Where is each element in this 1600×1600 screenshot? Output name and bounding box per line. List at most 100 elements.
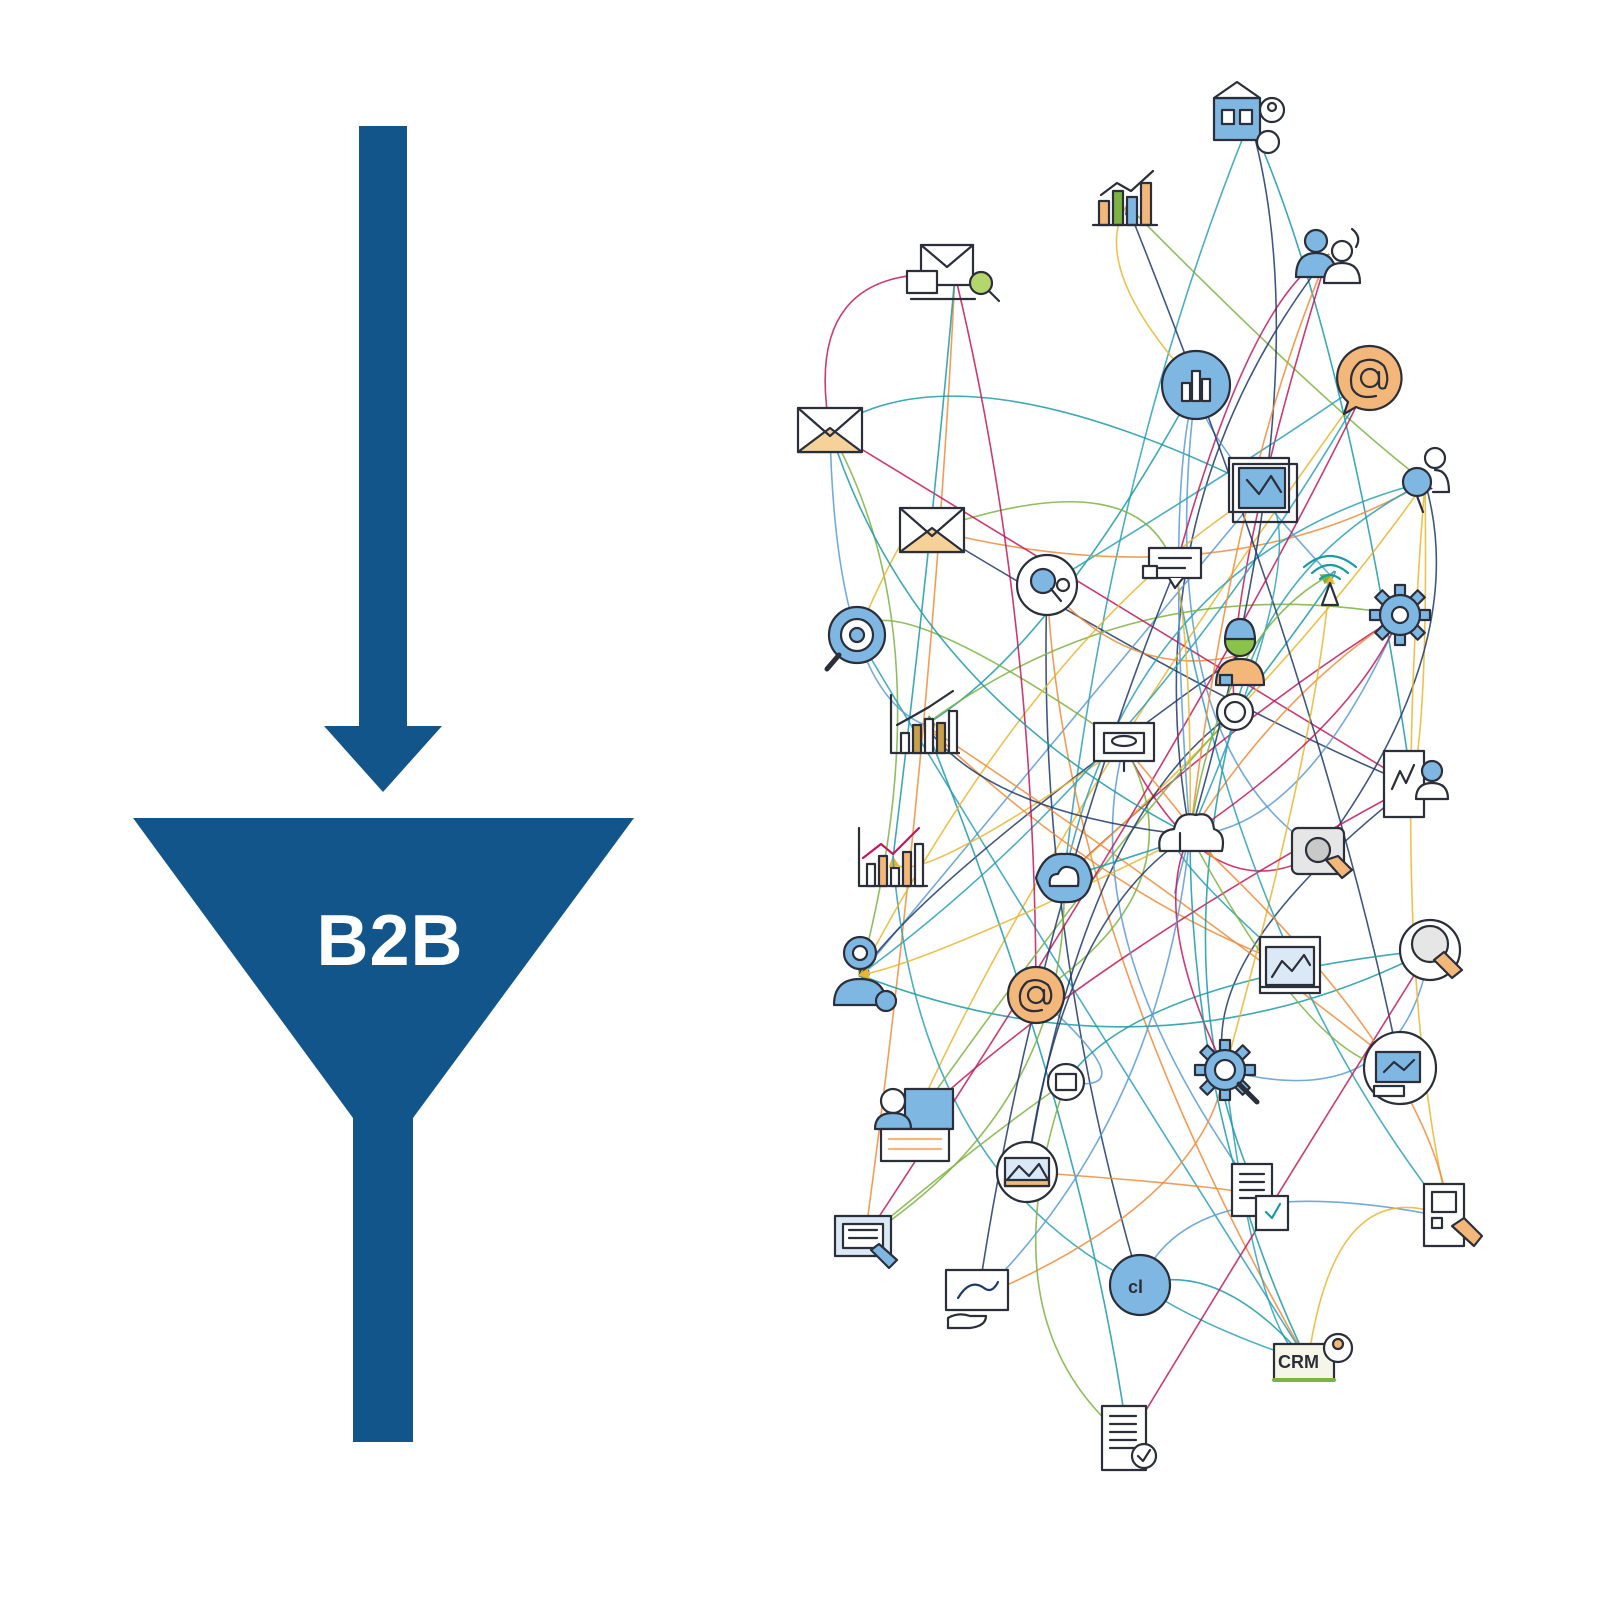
connection-line xyxy=(1045,584,1143,1288)
connection-line xyxy=(1139,1200,1453,1286)
monitor-presentation-icon xyxy=(1092,721,1156,773)
cloud-badge-icon xyxy=(1034,852,1094,904)
device-touch-icon xyxy=(1422,1182,1484,1248)
envelope-small-icon xyxy=(898,506,966,554)
connection-line xyxy=(857,834,1191,980)
cloud-hub-icon xyxy=(1158,813,1225,853)
documents-icon xyxy=(1230,1162,1290,1232)
connection-line xyxy=(929,500,1176,571)
growth-chart-icon xyxy=(889,689,961,755)
connection-line xyxy=(1034,1079,1129,1441)
connection-line xyxy=(1204,709,1261,1199)
connection-line xyxy=(912,710,1237,1124)
settings-gear-icon xyxy=(1368,583,1432,647)
connection-line xyxy=(1175,254,1329,838)
arrow-head xyxy=(324,726,442,792)
wifi-signal-icon xyxy=(1302,554,1358,607)
connection-line xyxy=(1065,945,1433,1083)
connection-line xyxy=(1022,834,1191,1175)
connection-line xyxy=(1185,384,1322,854)
connection-line xyxy=(923,723,1291,966)
support-agent-icon xyxy=(1214,617,1266,687)
crm-label: CRM xyxy=(1278,1352,1319,1372)
connection-line xyxy=(1307,1206,1453,1363)
analytics-label: cl xyxy=(1128,1277,1143,1297)
connection-line xyxy=(1189,834,1310,1365)
connection-line xyxy=(1175,834,1227,1073)
connection-line xyxy=(976,834,1191,1300)
connection-line xyxy=(858,654,1241,977)
connection-line xyxy=(977,1067,1230,1299)
analytics-circle-icon xyxy=(1160,349,1232,421)
connection-line xyxy=(857,949,1431,1028)
connection-line xyxy=(827,427,1191,836)
dashboard-screen-icon xyxy=(1258,935,1322,995)
connection-lines xyxy=(824,117,1455,1443)
connection-line xyxy=(1319,479,1438,853)
connection-line xyxy=(1046,584,1310,1364)
user-pin-icon xyxy=(1401,446,1451,514)
connection-line xyxy=(829,429,899,978)
funnel-label: B2B xyxy=(316,901,464,981)
connection-line xyxy=(1189,612,1402,836)
connection-line xyxy=(1171,567,1451,1219)
connection-line xyxy=(888,744,1125,868)
connection-line xyxy=(1189,613,1402,836)
connection-line xyxy=(923,603,1401,727)
connection-line xyxy=(1111,742,1261,1199)
bar-chart-icon xyxy=(1091,169,1159,227)
connection-line xyxy=(1189,612,1402,836)
building-user-icon xyxy=(1212,80,1286,155)
connection-line xyxy=(824,427,926,726)
connection-line xyxy=(892,272,960,859)
connection-line xyxy=(824,268,958,431)
trend-chart-icon xyxy=(857,826,929,888)
connection-line xyxy=(856,634,1310,1364)
connection-line xyxy=(864,1080,1068,1239)
target-search-icon xyxy=(824,605,887,672)
connection-line xyxy=(1217,784,1413,1073)
analytics-badge-icon: cl xyxy=(1108,1253,1172,1317)
connection-line xyxy=(1026,1171,1268,1201)
search-user-icon xyxy=(1015,553,1079,617)
team-users-icon xyxy=(1294,227,1362,285)
gear-search-icon xyxy=(1193,1038,1260,1105)
envelope-icon xyxy=(796,406,864,454)
connection-line xyxy=(1249,119,1417,788)
map-circle-icon xyxy=(1046,1062,1086,1102)
user-target-icon xyxy=(832,935,898,1013)
connection-line xyxy=(1224,572,1335,1071)
arrow-shaft xyxy=(359,126,407,734)
document-check-icon xyxy=(1100,1404,1158,1472)
connection-line xyxy=(1171,567,1192,836)
search-circle-icon xyxy=(1215,692,1255,732)
connection-line xyxy=(1059,119,1251,881)
connection-line xyxy=(1063,480,1427,879)
connection-line xyxy=(1125,202,1401,1069)
connection-line xyxy=(1060,481,1426,881)
landscape-circle-icon xyxy=(995,1140,1059,1204)
connection-line xyxy=(892,857,1143,1287)
presentation-screen-icon xyxy=(1362,1030,1438,1106)
crm-user-icon: CRM xyxy=(1272,1332,1354,1382)
at-sign-bubble-icon xyxy=(1336,344,1403,416)
at-sign-circle-icon xyxy=(1006,965,1066,1025)
profile-touch-icon xyxy=(1398,918,1464,982)
connection-line xyxy=(859,488,1265,976)
connection-line xyxy=(977,567,1177,1299)
connection-line xyxy=(1026,710,1237,1173)
map-frame-icon xyxy=(1227,456,1299,524)
connection-line xyxy=(1035,743,1151,996)
email-search-icon xyxy=(905,243,1001,303)
screen-hand-icon xyxy=(944,1268,1010,1330)
touch-target-icon xyxy=(1290,826,1354,880)
tablet-user-icon xyxy=(1382,749,1450,819)
connection-line xyxy=(951,272,1037,996)
funnel-body xyxy=(133,818,634,1442)
form-touch-icon xyxy=(833,1214,899,1270)
connection-line xyxy=(923,723,1401,1069)
